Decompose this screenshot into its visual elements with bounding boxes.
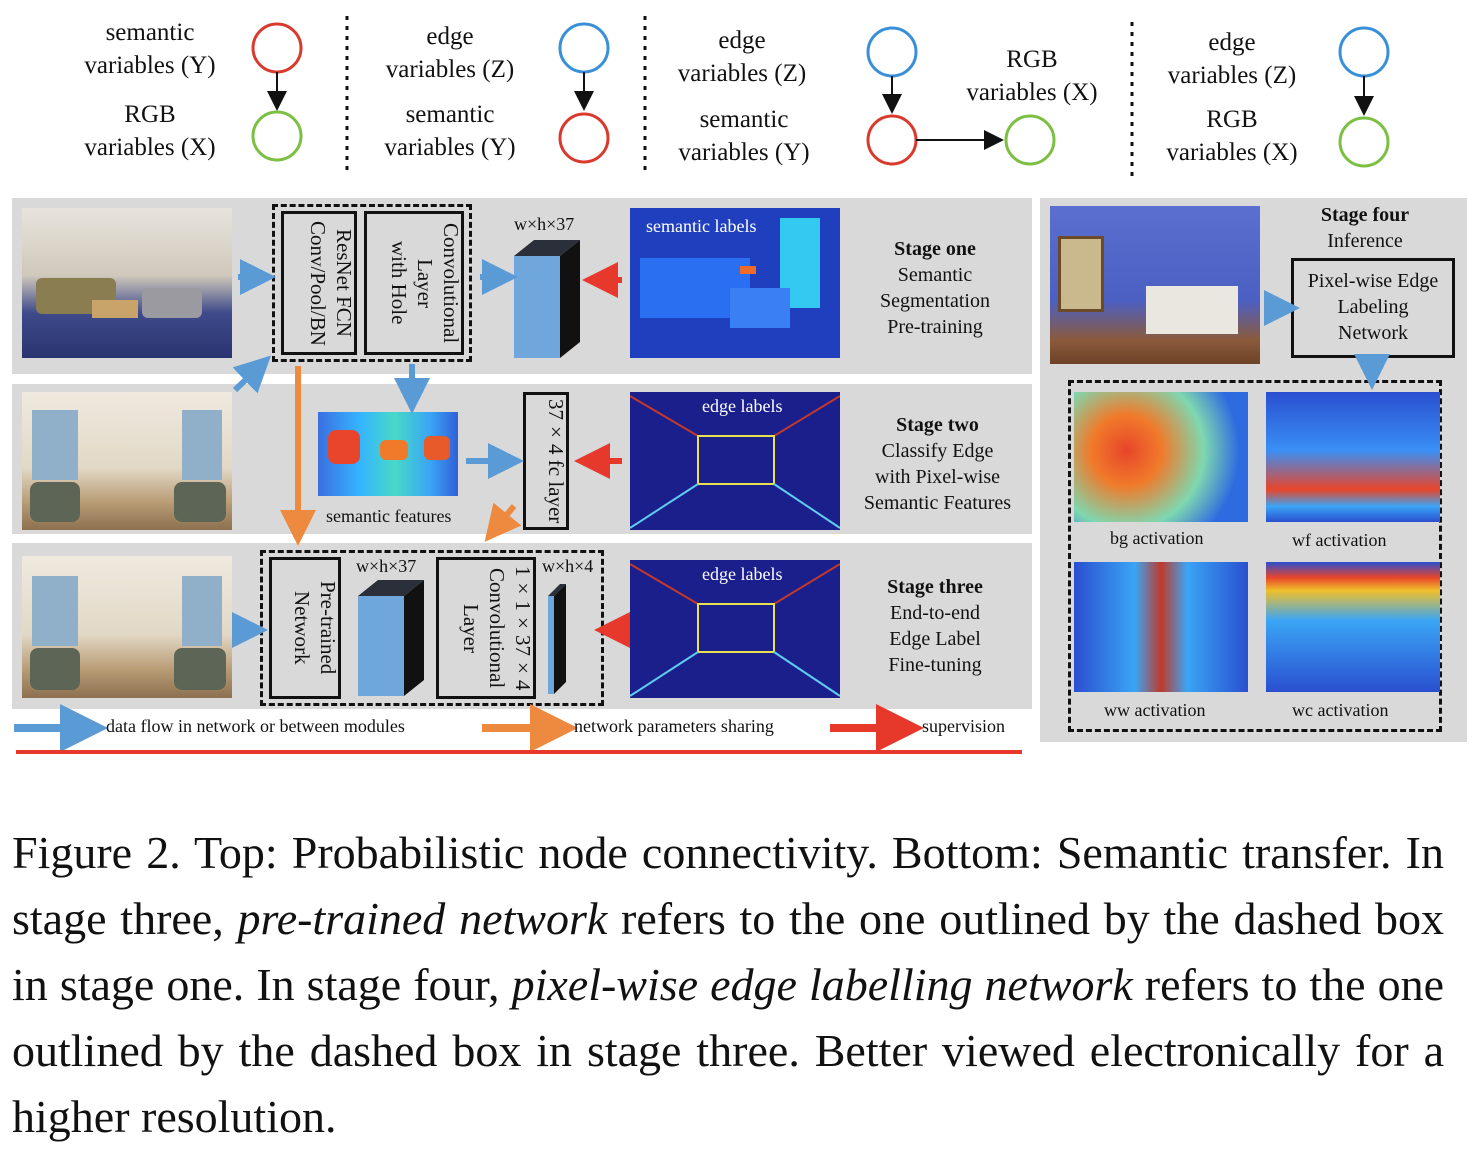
edge-labels-map-3: edge labels: [630, 560, 840, 698]
node-label-semantic: semantic variables (Y): [384, 101, 516, 161]
flow-arrows: [14, 259, 1390, 754]
node-graphs-svg: [251, 16, 1390, 178]
room-photo-4: [1050, 206, 1260, 364]
room-photo-1: [22, 208, 232, 358]
pretrained-network-block: [269, 557, 341, 699]
orange-arrow: [484, 502, 522, 542]
blue-arrow: [232, 355, 272, 394]
stage-three-text: Stage three End-to-end Edge Label Fine-t…: [850, 574, 1020, 678]
figure-caption: Figure 2. Top: Probabilistic node connec…: [12, 820, 1444, 1150]
conv-1x1-block: [436, 557, 536, 699]
edge-labels-title: edge labels: [702, 396, 783, 416]
edge-lines: [630, 395, 840, 529]
node-label-edge: edge variables (Z): [385, 23, 515, 83]
resnet-fcn-label: ResNet FCN Conv/Pool/BN: [306, 220, 356, 346]
caption-emphasis-1: pre-trained network: [237, 893, 608, 944]
activation-label: wc activation: [1292, 700, 1389, 720]
activation-dashed-box: [1068, 380, 1442, 732]
rgb-node: [1338, 116, 1390, 168]
stage-four-title: Stage four: [1320, 204, 1410, 226]
stage-one-desc: Semantic Segmentation Pre-training: [880, 264, 990, 338]
semantic-labels-title: semantic labels: [646, 216, 757, 236]
stage-three-title: Stage three: [887, 576, 983, 598]
resnet-fcn-block: [281, 211, 357, 355]
caption-part-1: Figure 2. Top: Probabilistic node connec…: [12, 827, 1444, 944]
caption-part-2: refers to the one outlined by the dashed…: [12, 893, 1444, 1010]
wf-activation-map: [1266, 392, 1440, 522]
stage-two-desc: Classify Edge with Pixel-wise Semantic F…: [863, 440, 1012, 514]
room-photo-3: [22, 556, 232, 698]
stage-one-text: Stage one Semantic Segmentation Pre-trai…: [850, 236, 1020, 340]
stage-two-title: Stage two: [896, 414, 979, 436]
edge-node: [558, 22, 610, 74]
dims-label: w×h×37: [356, 556, 417, 576]
ww-activation-map: [1074, 562, 1248, 692]
room-photo-2: [22, 392, 232, 530]
node-label-edge: edge variables (Z): [1167, 29, 1297, 89]
semantic-features-map: [318, 412, 458, 496]
node-label-rgb: RGB variables (X): [1166, 106, 1298, 166]
edge-labels-map-2: edge labels: [630, 392, 840, 530]
semantic-node: [251, 22, 303, 74]
dims-label: w×h×4: [542, 556, 594, 576]
fc-layer-label: 37×4 fc layer: [544, 398, 568, 524]
stage-four-subtitle: Inference: [1327, 230, 1403, 252]
node-label-rgb: RGB variables (X): [966, 46, 1098, 106]
caption-emphasis-2: pixel-wise edge labelling network: [511, 959, 1133, 1010]
semantic-node: [558, 112, 610, 164]
semantic-features-label: semantic features: [326, 506, 452, 526]
edge-node: [1338, 26, 1390, 78]
activation-label: ww activation: [1104, 700, 1206, 720]
stage-two-text: Stage two Classify Edge with Pixel-wise …: [850, 412, 1025, 516]
feature-volume: [514, 240, 580, 358]
node-label-edge: edge variables (Z): [677, 27, 807, 87]
fc-layer-block: [523, 392, 569, 530]
stage-three-desc: End-to-end Edge Label Fine-tuning: [888, 602, 982, 676]
stage-four-text: Stage four Inference: [1290, 202, 1440, 254]
node-label-rgb: RGB variables (X): [84, 101, 216, 161]
edge-node: [866, 26, 918, 78]
conv-hole-label: Convolutional Layer with Hole: [387, 222, 463, 344]
pretrained-network-label: Pre-trained Network: [290, 581, 340, 675]
caption-part-3: refers to the one outlined by the dashed…: [12, 959, 1445, 1142]
legend-blue-label: data flow in network or between modules: [106, 716, 405, 736]
legend-orange-label: network parameters sharing: [574, 716, 774, 736]
legend-red-label: supervision: [922, 716, 1005, 736]
conv-1x1-label: 1×1×37×4 Convolutional Layer: [459, 565, 535, 691]
feature-volume: [358, 580, 424, 696]
activation-label: wf activation: [1292, 530, 1387, 550]
output-volume: [548, 584, 566, 694]
bg-activation-map: [1074, 392, 1248, 522]
activation-label: bg activation: [1110, 528, 1204, 548]
pixel-wise-network-label: Pixel-wise Edge Labeling Network: [1307, 270, 1439, 344]
edge-labels-title: edge labels: [702, 564, 783, 584]
semantic-node: [866, 114, 918, 166]
rgb-node: [251, 110, 303, 162]
stage-one-title: Stage one: [894, 238, 976, 260]
semantic-labels-map: semantic labels: [630, 208, 840, 358]
edge-lines: [630, 563, 840, 697]
node-label-semantic: semantic variables (Y): [84, 19, 216, 79]
node-label-semantic: semantic variables (Y): [678, 106, 810, 166]
conv-hole-block: [364, 211, 464, 355]
dims-label: w×h×37: [514, 214, 575, 234]
rgb-node: [1004, 114, 1056, 166]
wc-activation-map: [1266, 562, 1440, 692]
